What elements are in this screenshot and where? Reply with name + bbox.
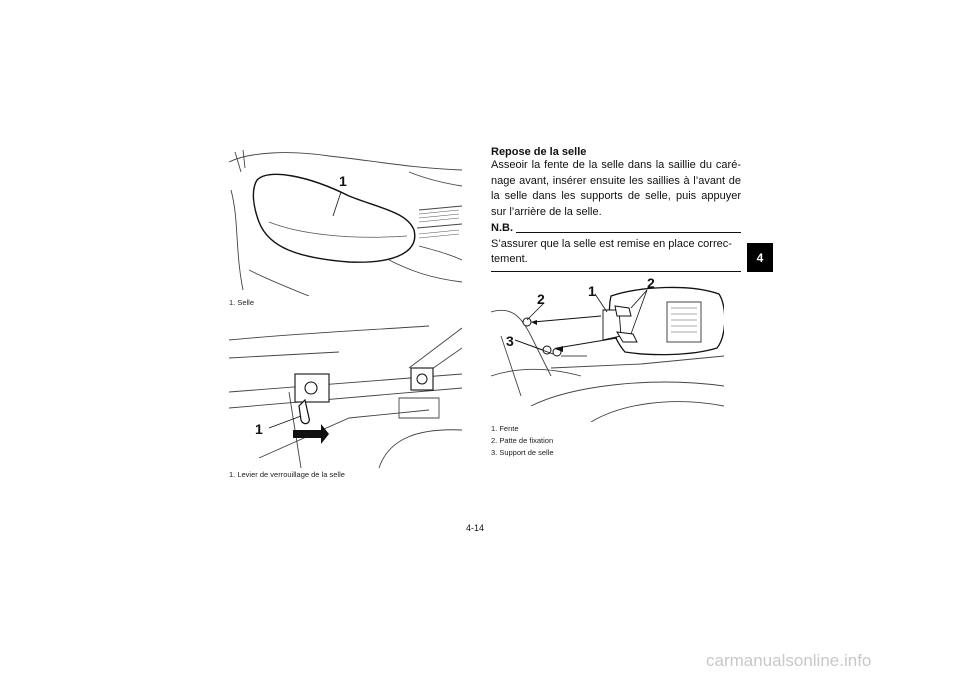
note-bottom-rule (491, 271, 741, 272)
caption-item: 1. Fente (491, 424, 519, 433)
installation-caption: 1. Fente 2. Patte de fixation 3. Support… (491, 423, 554, 459)
installation-callout-2a: 2 (647, 276, 655, 291)
caption-item: 1. Selle (229, 298, 255, 307)
installation-callout-3: 3 (506, 333, 514, 349)
seat-caption: 1. Selle (229, 297, 254, 309)
page-number: 4-14 (466, 523, 485, 533)
note-rule (516, 232, 741, 233)
note-label: N.B. (491, 222, 513, 234)
caption-item: 1. Levier de verrouillage de la selle (229, 470, 345, 479)
section-heading: Repose de la selle (491, 146, 587, 158)
installation-figure: 1 2 2 3 (491, 276, 724, 422)
caption-item: 3. Support de selle (491, 448, 554, 457)
note-text: S’assurer que la selle est remise en pla… (491, 238, 732, 265)
installation-callout-2b: 2 (537, 291, 545, 307)
lever-callout-1: 1 (255, 421, 263, 437)
note-block: N.B. S’assurer que la selle est remise e… (491, 222, 741, 272)
seat-illustration: 1 (229, 150, 462, 296)
body-text: Asseoir la fente de la selle dans la sai… (491, 159, 741, 218)
lock-lever-figure: 1 (229, 318, 462, 468)
note-header: N.B. (491, 222, 741, 235)
seat-callout-1: 1 (339, 173, 347, 189)
seat-figure: 1 (229, 150, 462, 296)
watermark: carmanualsonline.info (706, 651, 872, 670)
installation-callout-1: 1 (588, 283, 596, 299)
lock-lever-caption: 1. Levier de verrouillage de la selle (229, 469, 345, 481)
lock-lever-illustration: 1 (229, 325, 462, 468)
caption-item: 2. Patte de fixation (491, 436, 554, 445)
chapter-tab: 4 (747, 243, 773, 272)
installation-illustration: 1 2 2 3 (491, 276, 724, 422)
